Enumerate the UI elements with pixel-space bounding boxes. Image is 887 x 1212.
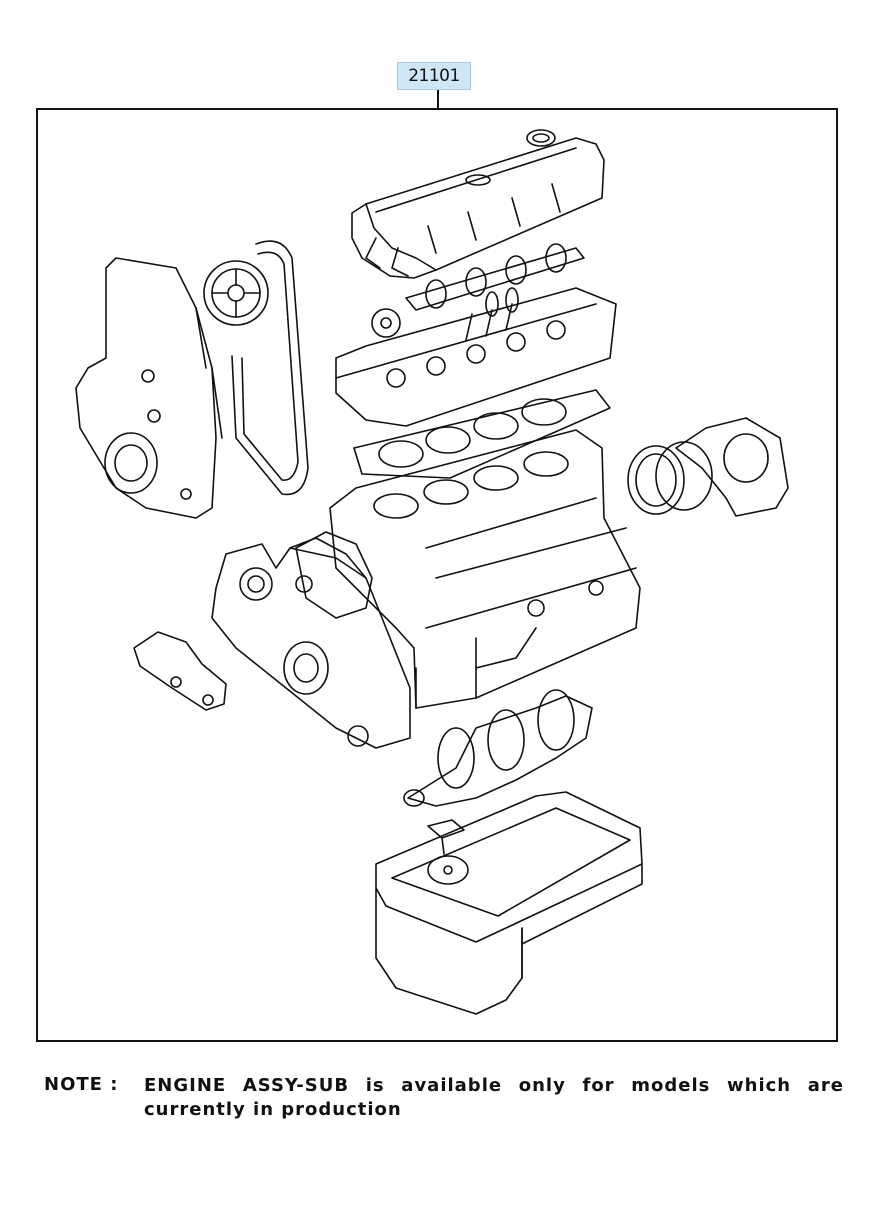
note-line-2: currently in production	[144, 1099, 402, 1120]
rear-seal-housing[interactable]	[675, 417, 789, 517]
oil-pan[interactable]	[375, 791, 643, 1015]
note-text: ENGINE ASSY-SUB is available only for mo…	[144, 1074, 844, 1122]
note-label: NOTE :	[44, 1074, 119, 1095]
part-number-callout[interactable]: 21101	[397, 62, 471, 90]
oil-pump-front-cover[interactable]	[211, 537, 411, 749]
timing-belt[interactable]	[231, 240, 309, 496]
water-pump[interactable]	[295, 531, 373, 619]
timing-belt-cover[interactable]	[75, 257, 223, 519]
engine-exploded-diagram	[75, 129, 789, 1015]
cylinder-block[interactable]	[329, 429, 641, 709]
crankshaft[interactable]	[403, 689, 593, 807]
rocker-cover[interactable]	[351, 129, 605, 279]
rear-oil-seal[interactable]	[627, 441, 713, 515]
oil-strainer[interactable]	[427, 819, 469, 885]
engine-mount-bracket[interactable]	[133, 631, 227, 711]
camshaft[interactable]	[371, 243, 585, 338]
cylinder-head[interactable]	[335, 287, 617, 427]
part-number-label: 21101	[408, 66, 460, 86]
head-gasket[interactable]	[353, 389, 611, 479]
note-line-1: ENGINE ASSY-SUB is available only for mo…	[144, 1075, 844, 1096]
callout-leader-line	[437, 90, 439, 109]
diagram-frame	[36, 108, 838, 1042]
camshaft-sprocket[interactable]	[203, 260, 269, 326]
